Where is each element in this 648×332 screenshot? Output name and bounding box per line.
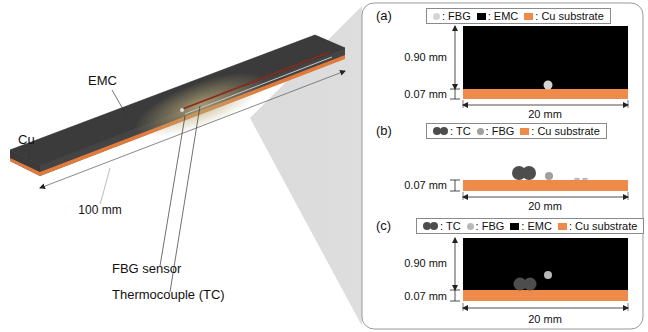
legend-text: : FBG — [476, 220, 505, 232]
glow — [127, 59, 273, 150]
dimension-line — [463, 105, 628, 106]
legend-text: : EMC — [488, 10, 519, 22]
panel-label: (b) — [376, 124, 392, 139]
legend-box: : TC : FBG : EMC : Cu substrate — [416, 218, 644, 234]
leader-line — [160, 116, 185, 266]
emc-layer — [463, 26, 628, 89]
emc-top — [10, 35, 345, 165]
legend-box: : TC : FBG : Cu substrate — [426, 123, 607, 139]
dimension: 0.07 mm — [404, 179, 447, 192]
panel-label: (a) — [376, 9, 392, 24]
part-name: Thermocouple (TC) — [112, 288, 225, 303]
legend-item: : Cu substrate — [524, 10, 603, 22]
dimension: 20 mm — [528, 108, 562, 121]
dimension: 0.07 mm — [404, 290, 447, 303]
legend-text: : FBG — [486, 125, 515, 137]
leader-line — [112, 90, 128, 118]
legend-item: : FBG — [467, 220, 505, 232]
legend-text: : TC — [440, 220, 461, 232]
legend-text: : Cu substrate — [569, 220, 637, 232]
dimension-line — [455, 26, 456, 89]
dimension-line — [455, 180, 456, 191]
legend-item: : TC — [433, 125, 471, 137]
legend-item: : Cu substrate — [558, 220, 637, 232]
emc-layer — [463, 238, 628, 290]
dimension: 20 mm — [528, 313, 562, 326]
strip-side — [40, 48, 345, 176]
dimension: 0.90 mm — [404, 51, 447, 64]
dimension: 0.90 mm — [404, 257, 447, 270]
cu-substrate — [463, 180, 628, 191]
legend-item: : FBG — [433, 10, 471, 22]
legend-swatch — [467, 220, 474, 232]
dimension: 100 mm — [78, 204, 121, 218]
cu-substrate — [463, 89, 628, 99]
fbg-fiber — [544, 271, 552, 279]
leader-line — [100, 168, 110, 205]
leader-line — [28, 150, 30, 160]
fbg-fiber — [544, 81, 553, 90]
legend-text: : FBG — [442, 10, 471, 22]
part-name: Cu — [18, 133, 35, 148]
legend-item: : EMC — [477, 10, 519, 22]
part-name: EMC — [88, 74, 117, 89]
legend-swatch — [423, 220, 438, 232]
legend-item: : Cu substrate — [520, 125, 599, 137]
dimension-line — [40, 71, 345, 188]
dimension-line — [455, 89, 456, 99]
legend-item: : EMC — [510, 220, 552, 232]
dimension: 20 mm — [528, 200, 562, 213]
sensor-tip — [180, 108, 184, 112]
zoom-panel — [362, 3, 643, 329]
dimension-line — [463, 197, 628, 198]
legend-swatch — [520, 128, 529, 135]
legend-text: : EMC — [521, 220, 552, 232]
cu-layer — [40, 55, 345, 176]
thermocouple — [522, 166, 536, 180]
thermocouple — [524, 278, 537, 291]
legend-item: : TC — [423, 220, 461, 232]
cu-substrate — [463, 290, 628, 301]
panel-label: (c) — [376, 219, 391, 234]
legend-swatch — [558, 223, 567, 230]
legend-box: : FBG : EMC : Cu substrate — [426, 8, 611, 24]
legend-item: : FBG — [477, 125, 515, 137]
legend-text: : TC — [450, 125, 471, 137]
dimension: 0.07 mm — [404, 88, 447, 101]
legend-swatch — [433, 10, 440, 22]
tc-wire — [180, 52, 330, 110]
legend-swatch — [524, 13, 533, 20]
fbg-fiber — [185, 57, 332, 114]
part-name: FBG sensor — [112, 262, 181, 277]
dimension-line — [455, 238, 456, 290]
dimension-line — [455, 290, 456, 301]
legend-swatch — [510, 223, 519, 230]
legend-swatch — [477, 13, 486, 20]
legend-swatch — [477, 125, 484, 137]
dimension-line — [463, 308, 628, 309]
legend-swatch — [433, 125, 448, 137]
legend-text: : Cu substrate — [535, 10, 603, 22]
fbg-fiber — [545, 172, 553, 180]
legend-text: : Cu substrate — [531, 125, 599, 137]
